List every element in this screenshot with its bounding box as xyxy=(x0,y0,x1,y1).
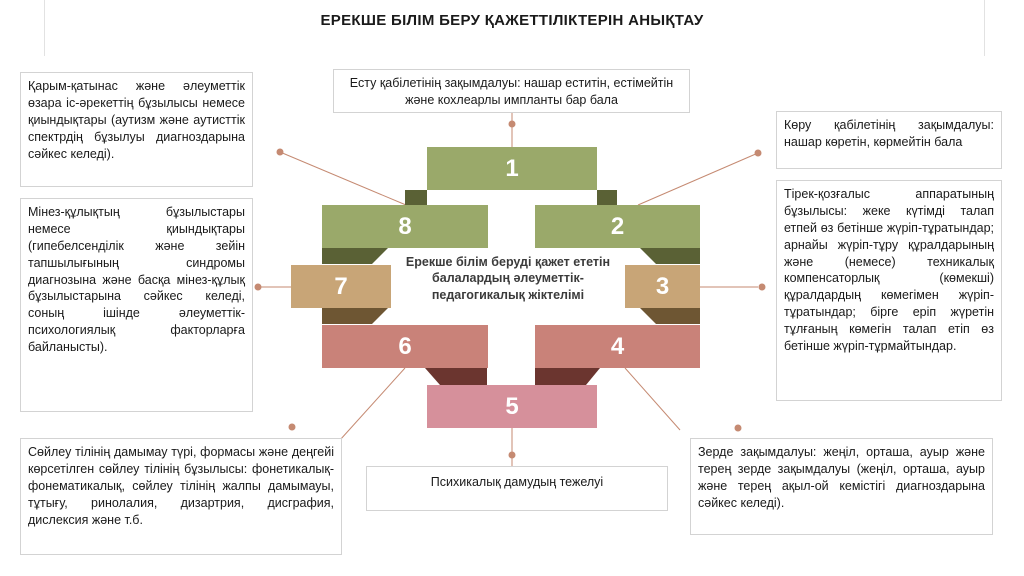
connector-dot-1 xyxy=(508,120,516,128)
connector-dot-5 xyxy=(508,451,516,459)
connector-6 xyxy=(339,367,406,441)
segment-7: 7 xyxy=(291,265,391,308)
category-motor: Тірек-қозғалыс аппаратының бұзылысы: жек… xyxy=(776,180,1002,401)
category-psych-delay: Психикалық дамудың тежелуі xyxy=(366,466,668,511)
frame-line-right xyxy=(984,0,985,56)
category-hearing: Есту қабілетінің зақымдалуы: нашар естит… xyxy=(333,69,690,113)
fold-3-4 xyxy=(640,308,700,324)
connector-2 xyxy=(637,152,759,206)
connector-dot-6 xyxy=(288,423,296,431)
category-speech: Сөйлеу тілінің дамымау түрі, формасы жән… xyxy=(20,438,342,555)
connector-dot-3 xyxy=(758,283,766,291)
category-vision: Көру қабілетінің зақымдалуы: нашар көрет… xyxy=(776,111,1002,169)
fold-8-7 xyxy=(322,248,388,264)
category-communication: Қарым-қатынас және әлеуметтік өзара іс-ә… xyxy=(20,72,253,187)
category-behavior: Мінез-құлықтың бұзылыстары немесе қиынды… xyxy=(20,198,253,412)
segment-6: 6 xyxy=(322,325,488,368)
fold-4-5 xyxy=(535,368,600,385)
segment-4: 4 xyxy=(535,325,700,368)
frame-line-left xyxy=(44,0,45,56)
center-label: Ерекше білім беруді қажет ететін балалар… xyxy=(405,255,611,302)
fold-6-5 xyxy=(425,368,487,385)
fold-1-right xyxy=(597,190,617,205)
segment-1: 1 xyxy=(427,147,597,190)
fold-2-3 xyxy=(640,248,700,264)
segment-8: 8 xyxy=(322,205,488,248)
category-intellect: Зерде зақымдалуы: жеңіл, орташа, ауыр жә… xyxy=(690,438,993,535)
connector-dot-7 xyxy=(254,283,262,291)
connector-dot-8 xyxy=(276,148,284,156)
segment-3: 3 xyxy=(625,265,700,308)
connector-4 xyxy=(624,367,681,431)
connector-8 xyxy=(279,151,407,206)
fold-7-6 xyxy=(322,308,388,324)
slide-title: ЕРЕКШЕ БІЛІМ БЕРУ ҚАЖЕТТІЛІКТЕРІН АНЫҚТА… xyxy=(320,12,704,29)
fold-1-left xyxy=(405,190,427,205)
connector-dot-2 xyxy=(754,149,762,157)
segment-2: 2 xyxy=(535,205,700,248)
segment-5: 5 xyxy=(427,385,597,428)
connector-dot-4 xyxy=(734,424,742,432)
